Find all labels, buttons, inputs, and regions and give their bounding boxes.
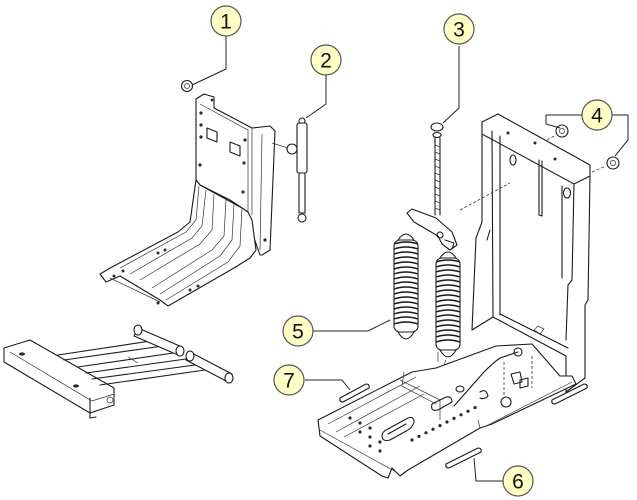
spring-coil — [435, 284, 461, 288]
spring-coil — [435, 324, 461, 328]
spring-coil — [393, 321, 419, 325]
spring-coil — [435, 314, 461, 318]
spring-coil — [435, 304, 461, 308]
spring-coil — [435, 334, 461, 338]
callout-5-number: 5 — [292, 321, 304, 344]
callout-6[interactable]: 6 — [502, 465, 534, 497]
plate-hole — [452, 416, 456, 420]
swing-arm-frame — [3, 324, 234, 419]
callout-2-number: 2 — [320, 50, 332, 73]
spring-coil — [393, 281, 419, 285]
spring-coil — [435, 309, 461, 313]
callout-4[interactable]: 4 — [581, 99, 613, 131]
plate-hole — [368, 444, 372, 448]
spring-coil — [393, 306, 419, 310]
spring-coil — [435, 274, 461, 278]
spring-coil — [435, 319, 461, 323]
pin-part-right — [551, 383, 588, 405]
spring-coil — [435, 289, 461, 293]
spring-coil — [393, 241, 419, 245]
callout-1-number: 1 — [220, 11, 232, 34]
spring-coil — [393, 261, 419, 265]
spring-coil — [435, 269, 461, 273]
plate-hole — [358, 421, 362, 425]
callout-7-number: 7 — [283, 370, 295, 393]
callout-6-number: 6 — [512, 471, 524, 494]
spring-coil — [435, 294, 461, 298]
callout-3-number: 3 — [453, 19, 465, 42]
plate-hole — [431, 427, 435, 431]
callout-1[interactable]: 1 — [210, 5, 242, 37]
spring-coil — [393, 311, 419, 315]
spring-coil — [393, 296, 419, 300]
spring-coil — [393, 256, 419, 260]
plate-hole — [348, 416, 352, 420]
callout-3[interactable]: 3 — [443, 13, 475, 45]
plate-hole — [473, 406, 477, 410]
adjustment-bolt-part-3 — [406, 122, 458, 251]
plate-hole — [358, 430, 362, 434]
plate-hole — [368, 426, 372, 430]
spring-coil — [435, 339, 461, 343]
spring-coil — [393, 251, 419, 255]
pin-part-7 — [339, 383, 370, 403]
leader-lines — [191, 36, 629, 482]
callout-5[interactable]: 5 — [282, 315, 314, 347]
spring-coil — [393, 266, 419, 270]
seat-back-bracket — [99, 93, 276, 307]
spring-coil — [435, 264, 461, 268]
spring-coil — [393, 271, 419, 275]
plate-hole — [466, 409, 470, 413]
plate-hole — [378, 440, 382, 444]
spring-coil — [393, 291, 419, 295]
plate-hole — [368, 435, 372, 439]
spring-coil — [435, 279, 461, 283]
spring-coil — [393, 316, 419, 320]
nut-part-1 — [180, 79, 194, 93]
plate-hole — [459, 413, 463, 417]
callout-4-number: 4 — [591, 105, 603, 128]
plate-hole — [424, 431, 428, 435]
callout-7[interactable]: 7 — [273, 364, 305, 396]
pin-part-6 — [445, 447, 482, 469]
spring-coil — [393, 276, 419, 280]
spring-coil — [435, 299, 461, 303]
plate-hole — [410, 438, 414, 442]
plate-hole — [378, 449, 382, 453]
base-housing — [459, 113, 591, 396]
gas-strut-part-2 — [271, 117, 308, 223]
spring-coil — [435, 329, 461, 333]
tension-springs-part-5 — [393, 233, 461, 371]
base-plate — [317, 343, 577, 479]
spring-coil — [393, 246, 419, 250]
plate-hole — [445, 420, 449, 424]
plate-hole — [417, 434, 421, 438]
spring-coil — [393, 286, 419, 290]
callout-2[interactable]: 2 — [310, 44, 342, 76]
spring-coil — [435, 259, 461, 263]
spring-coil — [393, 301, 419, 305]
plate-hole — [438, 424, 442, 428]
